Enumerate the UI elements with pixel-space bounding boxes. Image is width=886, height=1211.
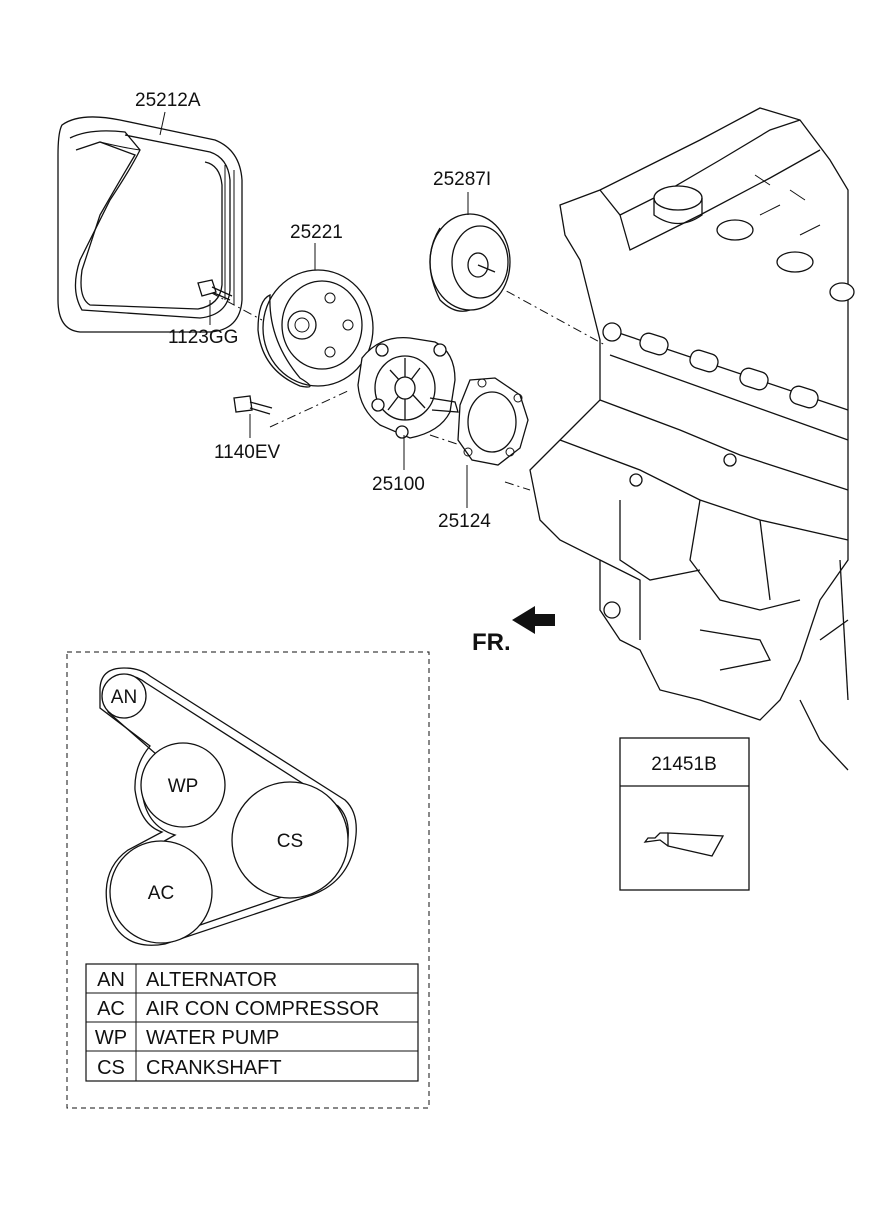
idler-pulley-illustration bbox=[429, 213, 511, 312]
legend-name: ALTERNATOR bbox=[146, 969, 277, 991]
part-label-idler-pulley[interactable]: 25287I bbox=[433, 169, 491, 190]
front-label: FR. bbox=[472, 629, 511, 656]
belt-layout-box: AN WP CS AC AN ALTERNATOR AC AIR CON COM… bbox=[66, 651, 430, 1109]
legend-code: AN bbox=[97, 969, 125, 991]
drive-belt-illustration bbox=[57, 116, 243, 333]
callouts: 25212A 25221 25287I 1123GG 1140EV 25100 … bbox=[135, 90, 491, 532]
pulley-label-an: AN bbox=[111, 687, 137, 708]
legend-name: AIR CON COMPRESSOR bbox=[146, 998, 379, 1020]
legend-code: AC bbox=[97, 998, 125, 1020]
pulley-ac: AC bbox=[109, 840, 213, 944]
sealant-tube-icon bbox=[643, 832, 725, 857]
part-label-sealant[interactable]: 21451B bbox=[651, 754, 717, 775]
pulley-wp: WP bbox=[140, 742, 226, 828]
front-arrow-icon bbox=[512, 606, 555, 634]
water-pump-illustration bbox=[357, 337, 459, 439]
legend-name: WATER PUMP bbox=[146, 1027, 279, 1049]
pulley-label-ac: AC bbox=[148, 883, 174, 904]
sealant-box: 21451B bbox=[619, 737, 750, 891]
part-label-water-pump[interactable]: 25100 bbox=[372, 474, 425, 495]
pulley-label-cs: CS bbox=[277, 831, 303, 852]
engine-block-illustration bbox=[529, 107, 855, 771]
part-label-pump-bolt[interactable]: 1140EV bbox=[214, 442, 281, 463]
alignment-lines bbox=[209, 281, 606, 491]
gasket-illustration bbox=[457, 377, 529, 466]
front-indicator: FR. bbox=[472, 606, 555, 656]
pulley-cs: CS bbox=[231, 781, 349, 899]
part-label-belt[interactable]: 25212A bbox=[135, 90, 201, 111]
part-label-tensioner-bolt[interactable]: 1123GG bbox=[168, 327, 238, 348]
legend-name: CRANKSHAFT bbox=[146, 1057, 282, 1079]
part-label-gasket[interactable]: 25124 bbox=[438, 511, 491, 532]
pulley-label-wp: WP bbox=[168, 776, 199, 797]
bolt-1123gg-illustration bbox=[197, 279, 233, 301]
pulley-an: AN bbox=[101, 673, 147, 719]
legend-code: WP bbox=[95, 1027, 127, 1049]
part-label-tensioner-pulley[interactable]: 25221 bbox=[290, 222, 343, 243]
belt-legend-table: AN ALTERNATOR AC AIR CON COMPRESSOR WP W… bbox=[85, 963, 419, 1082]
tensioner-pulley-illustration bbox=[257, 269, 374, 388]
bolt-1140ev-illustration bbox=[233, 395, 273, 415]
legend-code: CS bbox=[97, 1057, 125, 1079]
